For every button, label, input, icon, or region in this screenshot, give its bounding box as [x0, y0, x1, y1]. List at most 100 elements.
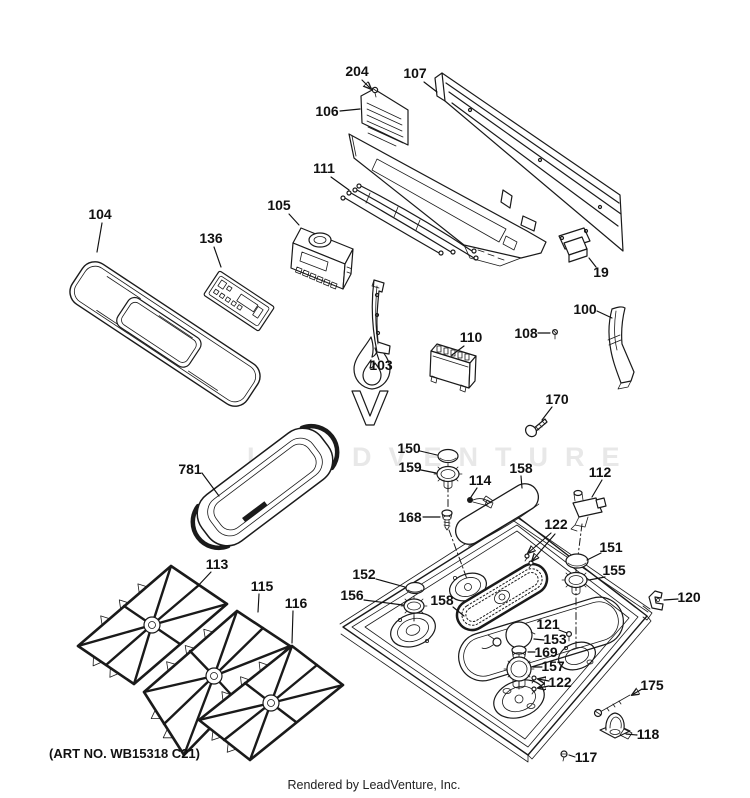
part-callout-118[interactable]: 118	[637, 726, 660, 742]
leader-line-116	[291, 610, 294, 644]
leader-line-114	[470, 487, 478, 498]
part-callout-157[interactable]: 157	[541, 658, 565, 674]
valve-112	[570, 489, 607, 532]
leader-line-105	[288, 213, 300, 226]
burner-grate-113	[76, 564, 229, 686]
part-callout-117[interactable]: 117	[575, 749, 598, 765]
part-callout-100[interactable]: 100	[573, 301, 597, 317]
leader-line-158	[452, 606, 465, 617]
part-callout-136[interactable]: 136	[199, 230, 223, 246]
leader-line-121	[558, 629, 568, 634]
part-callout-151[interactable]: 151	[599, 539, 623, 555]
screw-108	[551, 329, 558, 340]
control-panel-104	[69, 261, 261, 407]
screw-175	[593, 694, 631, 718]
art-number: (ART NO. WB15318 C21)	[49, 746, 200, 761]
part-callout-114[interactable]: 114	[469, 472, 492, 488]
part-callout-104[interactable]: 104	[88, 206, 112, 222]
part-callout-19[interactable]: 19	[593, 264, 609, 280]
part-callout-170[interactable]: 170	[545, 391, 569, 407]
part-callout-121[interactable]: 121	[536, 616, 560, 632]
part-callout-122[interactable]: 122	[548, 674, 572, 690]
side-trim-100	[607, 306, 635, 390]
part-callout-110[interactable]: 110	[460, 329, 483, 345]
part-callout-150[interactable]: 150	[397, 440, 421, 456]
burner-cap-151	[565, 553, 589, 569]
leader-line-106	[339, 108, 361, 112]
clip-120	[648, 590, 664, 611]
part-callout-159[interactable]: 159	[398, 459, 422, 475]
callout-layer: 204 107 106 111 105 136 104 103 110 108 100 19 170 78…	[88, 63, 701, 765]
leader-line-122	[528, 532, 552, 553]
part-callout-112[interactable]: 112	[589, 464, 612, 480]
part-callout-204[interactable]: 204	[345, 63, 369, 79]
leader-line-781	[201, 472, 220, 497]
leader-line-112	[591, 479, 603, 498]
anti-tip-foot-118	[599, 712, 633, 740]
leadventure-flame-logo	[351, 336, 391, 426]
electrode-114	[467, 497, 494, 509]
spark-module-110	[429, 343, 477, 393]
part-callout-108[interactable]: 108	[514, 325, 538, 341]
part-callout-106[interactable]: 106	[315, 103, 339, 119]
leader-line-170	[541, 406, 553, 421]
leader-line-122	[538, 686, 550, 688]
burner-cap-152	[405, 581, 425, 595]
back-panel-107	[434, 72, 624, 252]
part-callout-103[interactable]: 103	[369, 357, 393, 373]
leader-line-120	[663, 598, 679, 601]
leader-line-122	[538, 679, 550, 681]
burner-head-159	[433, 463, 463, 489]
part-callout-113[interactable]: 113	[206, 556, 229, 572]
leader-line-153	[533, 638, 545, 641]
part-callout-122[interactable]: 122	[544, 516, 568, 532]
leader-line-111	[330, 176, 350, 191]
leader-line-110	[451, 345, 465, 356]
part-callout-107[interactable]: 107	[403, 65, 427, 81]
part-callout-169[interactable]: 169	[534, 644, 558, 660]
leader-line-175	[632, 689, 643, 695]
leader-line-118	[625, 733, 638, 736]
leader-line-159	[420, 469, 437, 474]
manifold-panel-106	[348, 88, 547, 267]
part-callout-115[interactable]: 115	[251, 578, 274, 594]
leader-line-155	[588, 576, 606, 581]
leader-line-122	[532, 533, 556, 561]
control-board-105	[290, 227, 354, 290]
griddle-781	[190, 423, 340, 551]
part-callout-155[interactable]: 155	[602, 562, 626, 578]
screw-170	[524, 418, 548, 438]
part-callout-120[interactable]: 120	[677, 589, 701, 605]
part-callout-175[interactable]: 175	[640, 677, 664, 693]
leader-line-113	[195, 571, 212, 589]
wire-harness-111	[340, 183, 479, 261]
part-callout-116[interactable]: 116	[285, 595, 308, 611]
oval-burner-158-lower	[455, 562, 549, 632]
part-callout-158[interactable]: 158	[509, 460, 533, 476]
burner-cap-150	[437, 448, 459, 464]
screw-204	[371, 86, 379, 98]
bracket-103	[371, 279, 391, 355]
leader-line-115	[257, 593, 260, 613]
leader-line-156	[363, 599, 404, 606]
igniter-clip	[481, 634, 502, 649]
part-callout-111[interactable]: 111	[313, 160, 335, 176]
leader-line-204	[361, 79, 371, 89]
part-callout-105[interactable]: 105	[267, 197, 291, 213]
part-callout-781[interactable]: 781	[178, 461, 202, 477]
center-oval-well	[458, 596, 624, 682]
leader-line-104	[96, 222, 103, 253]
burner-head-155	[561, 569, 591, 595]
part-callout-158[interactable]: 158	[430, 592, 454, 608]
burner-well-left	[390, 612, 436, 648]
screw-121	[565, 630, 572, 642]
part-callout-168[interactable]: 168	[398, 509, 422, 525]
rendered-by-credit: Rendered by LeadVenture, Inc.	[287, 778, 460, 792]
part-callout-153[interactable]: 153	[543, 631, 567, 647]
leader-line-158	[520, 475, 523, 489]
screw-117	[560, 750, 568, 762]
part-callout-156[interactable]: 156	[340, 587, 364, 603]
screw-168	[441, 509, 453, 531]
part-callout-152[interactable]: 152	[352, 566, 376, 582]
